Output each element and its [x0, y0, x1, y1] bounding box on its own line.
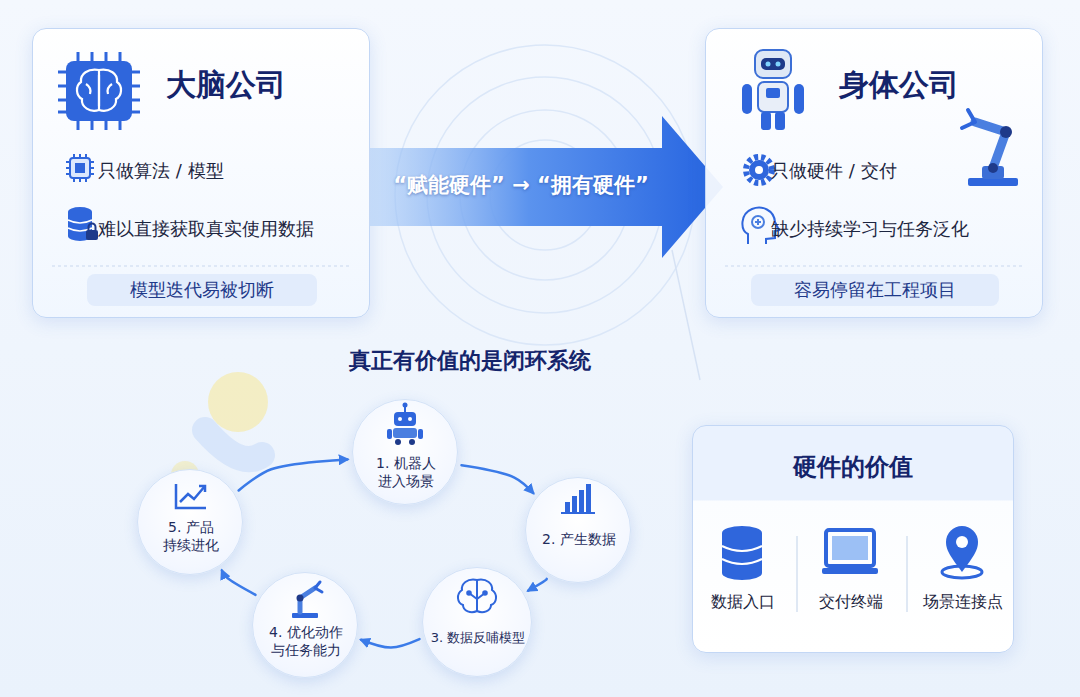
text-slot: 模型迭代易被切断: [87, 278, 317, 301]
text-slot: 4. 优化动作 与任务能力: [264, 623, 348, 659]
node-text: 场景连接点: [911, 592, 1015, 613]
text-slot: 场景连接点: [911, 592, 1015, 613]
robot-icon: [387, 403, 423, 446]
node-text: 5. 产品 持续进化: [160, 518, 222, 554]
cycle-step: 1. 机器人 进入场景: [352, 399, 458, 505]
node-text: 1. 机器人 进入场景: [371, 454, 441, 490]
text-slot: 5. 产品 持续进化: [160, 518, 222, 554]
divider: [52, 266, 350, 267]
robot-arm-icon: [962, 110, 1018, 186]
node-text: 3. 数据反哺模型: [425, 630, 531, 647]
gear-icon: [746, 157, 772, 183]
cycle-arrow: [239, 459, 348, 490]
node-text: 只做硬件 / 交付: [771, 159, 897, 182]
text-slot: 硬件的价值: [693, 452, 1013, 483]
company-panel: 身体公司只做硬件 / 交付缺少持续学习与任务泛化容易停留在工程项目: [705, 28, 1043, 318]
text-slot: 只做硬件 / 交付: [771, 159, 897, 182]
text-slot: 1. 机器人 进入场景: [371, 454, 441, 490]
section-title-text: 真正有价值的是闭环系统: [250, 346, 690, 376]
note-pill: 容易停留在工程项目: [751, 274, 999, 306]
brain-chip-icon: [58, 52, 140, 130]
node-text: 交付终端: [806, 592, 896, 613]
bar-chart-icon: [561, 484, 595, 514]
text-slot: “赋能硬件” → “拥有硬件”: [376, 172, 666, 199]
text-slot: 容易停留在工程项目: [751, 278, 999, 301]
head-icon: [742, 208, 779, 244]
node-text: 数据入口: [698, 592, 788, 613]
divider: [796, 536, 798, 612]
node-text: 4. 优化动作 与任务能力: [264, 623, 348, 659]
text-slot: 2. 产生数据: [531, 530, 627, 548]
node-text: 大脑公司: [166, 65, 286, 104]
company-panel: 大脑公司只做算法 / 模型难以直接获取真实使用数据模型迭代易被切断: [32, 28, 370, 318]
text-slot: 缺少持续学习与任务泛化: [771, 217, 969, 240]
transition-arrow: “赋能硬件” → “拥有硬件”: [370, 112, 725, 262]
terminal-icon: [822, 530, 878, 574]
node-text: 难以直接获取真实使用数据: [98, 217, 314, 240]
text-slot: 数据入口: [698, 592, 788, 613]
text-slot: 交付终端: [806, 592, 896, 613]
chip-icon: [66, 154, 94, 182]
node-text: 容易停留在工程项目: [751, 278, 999, 301]
node-text: “赋能硬件” → “拥有硬件”: [376, 172, 666, 199]
divider: [725, 266, 1023, 267]
line-chart-icon: [176, 484, 206, 508]
note-pill: 模型迭代易被切断: [87, 274, 317, 306]
node-text: 只做算法 / 模型: [98, 159, 224, 182]
database-icon: [68, 207, 98, 241]
robot-arm-icon: [292, 582, 322, 618]
text-slot: 大脑公司: [166, 65, 286, 104]
cycle-arrow: [528, 579, 547, 591]
cycle-step: 5. 产品 持续进化: [137, 469, 243, 575]
cycle-arrow: [461, 465, 533, 493]
cycle-arrow: [222, 570, 256, 594]
section-title: 真正有价值的是闭环系统: [250, 346, 690, 376]
node-text: 模型迭代易被切断: [87, 278, 317, 301]
value-panel: 硬件的价值数据入口交付终端场景连接点: [692, 425, 1014, 653]
cycle-step: 2. 产生数据: [525, 477, 631, 583]
node-text: 硬件的价值: [693, 452, 1013, 483]
divider: [906, 536, 908, 612]
text-slot: 难以直接获取真实使用数据: [98, 217, 314, 240]
location-pin-icon: [942, 526, 982, 578]
cycle-arrow: [361, 639, 419, 647]
robot-icon: [742, 50, 804, 130]
brain-icon: [458, 580, 496, 613]
text-slot: 身体公司: [839, 65, 959, 104]
cycle-step: 3. 数据反哺模型: [422, 567, 532, 677]
node-text: 2. 产生数据: [531, 530, 627, 548]
cycle-step: 4. 优化动作 与任务能力: [252, 572, 358, 678]
node-text: 身体公司: [839, 65, 959, 104]
text-slot: 只做算法 / 模型: [98, 159, 224, 182]
text-slot: 3. 数据反哺模型: [425, 630, 531, 647]
node-text: 缺少持续学习与任务泛化: [771, 217, 969, 240]
database-icon: [722, 526, 762, 580]
